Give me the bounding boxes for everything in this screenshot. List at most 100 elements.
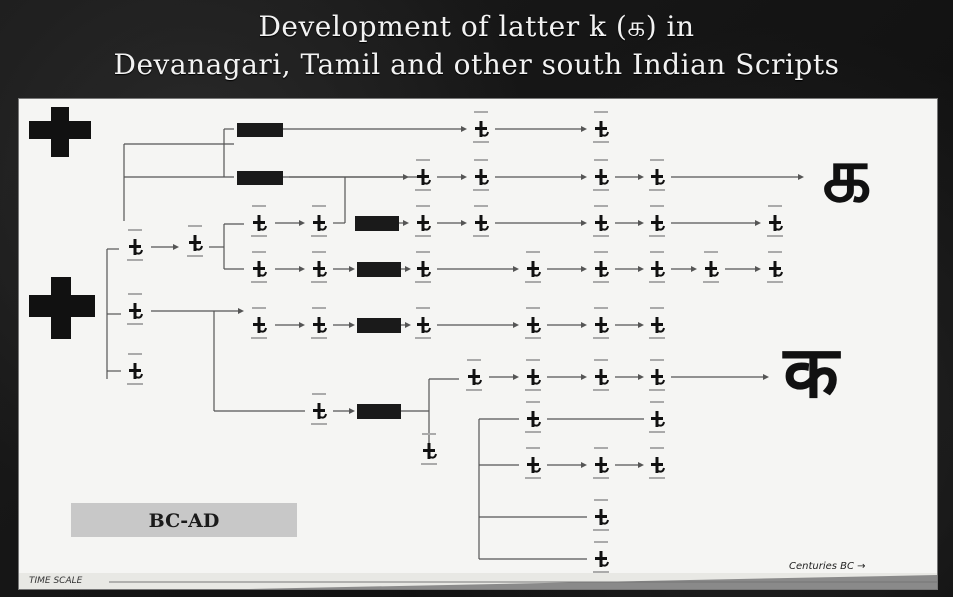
- glyph-stroke: [421, 169, 425, 185]
- glyph-caption: [767, 281, 783, 283]
- glyph-caption: [650, 447, 664, 449]
- glyph-stroke: [317, 317, 321, 333]
- letter-form-glyph-icon: [593, 307, 609, 339]
- letter-form-glyph-icon: [187, 225, 203, 257]
- glyph-stroke: [773, 261, 777, 277]
- letter-form-glyph-icon: [593, 359, 609, 391]
- glyph-stroke: [655, 261, 659, 277]
- stage-box: [357, 262, 401, 277]
- arrow-head-icon: [405, 266, 411, 272]
- glyph-stroke: [531, 369, 535, 385]
- glyph-caption: [473, 235, 489, 237]
- letter-form-glyph-icon: [525, 447, 541, 479]
- glyph-caption: [415, 235, 431, 237]
- letter-form-glyph-icon: [593, 251, 609, 283]
- arrow-head-icon: [581, 374, 587, 380]
- glyph-stroke: [657, 327, 665, 333]
- glyph-caption: [415, 281, 431, 283]
- glyph-caption: [594, 541, 608, 543]
- arrow-head-icon: [638, 322, 644, 328]
- glyph-caption: [593, 141, 609, 143]
- glyph-caption: [594, 359, 608, 361]
- glyph-caption: [649, 189, 665, 191]
- glyph-caption: [593, 189, 609, 191]
- arrow-head-icon: [405, 322, 411, 328]
- glyph-caption: [474, 159, 488, 161]
- glyph-caption: [128, 353, 142, 355]
- glyph-caption: [526, 307, 540, 309]
- glyph-caption: [474, 205, 488, 207]
- glyph-caption: [467, 359, 481, 361]
- glyph-stroke: [479, 215, 483, 231]
- glyph-stroke: [259, 327, 267, 333]
- stage-box: [355, 216, 399, 231]
- glyph-stroke: [421, 261, 425, 277]
- glyph-caption: [525, 281, 541, 283]
- letter-form-glyph-icon: [649, 159, 665, 191]
- glyph-caption: [525, 337, 541, 339]
- glyph-stroke: [657, 179, 665, 185]
- glyph-stroke: [599, 169, 603, 185]
- tamil-ka-final-glyph: க: [823, 130, 872, 219]
- arrow-head-icon: [349, 408, 355, 414]
- letter-form-glyph-icon: [593, 159, 609, 191]
- glyph-caption: [649, 281, 665, 283]
- glyph-stroke: [655, 457, 659, 473]
- glyph-caption: [526, 447, 540, 449]
- glyph-caption: [593, 235, 609, 237]
- glyph-stroke: [133, 363, 137, 379]
- letter-form-glyph-icon: [703, 251, 719, 283]
- glyph-stroke: [135, 373, 143, 379]
- glyph-stroke: [599, 215, 603, 231]
- glyph-stroke: [481, 225, 489, 231]
- letter-form-glyph-icon: [525, 401, 541, 433]
- root-cross-bottom-icon: [29, 277, 95, 339]
- glyph-caption: [311, 337, 327, 339]
- glyph-stroke: [474, 379, 482, 385]
- glyph-caption: [421, 463, 437, 465]
- arrow-head-icon: [581, 322, 587, 328]
- arrow-head-icon: [461, 220, 467, 226]
- glyph-caption: [525, 389, 541, 391]
- glyph-stroke: [655, 317, 659, 333]
- glyph-caption: [415, 337, 431, 339]
- glyph-stroke: [135, 313, 143, 319]
- glyph-stroke: [655, 369, 659, 385]
- glyph-caption: [311, 281, 327, 283]
- glyph-stroke: [427, 443, 431, 459]
- root-cross-top-icon: [29, 107, 91, 157]
- letter-form-glyph-icon: [415, 251, 431, 283]
- glyph-stroke: [259, 271, 267, 277]
- glyph-stroke: [533, 421, 541, 427]
- glyph-caption: [473, 141, 489, 143]
- glyph-stroke: [655, 215, 659, 231]
- glyph-caption: [422, 433, 436, 435]
- glyph-caption: [473, 189, 489, 191]
- glyph-stroke: [601, 271, 609, 277]
- glyph-stroke: [135, 249, 143, 255]
- glyph-caption: [415, 189, 431, 191]
- letter-form-glyph-icon: [593, 447, 609, 479]
- glyph-caption: [649, 477, 665, 479]
- glyph-caption: [416, 205, 430, 207]
- arrow-head-icon: [299, 322, 305, 328]
- glyph-caption: [703, 281, 719, 283]
- arrow-head-icon: [581, 266, 587, 272]
- letter-form-glyph-icon: [311, 205, 327, 237]
- glyph-caption: [650, 307, 664, 309]
- glyph-caption: [525, 431, 541, 433]
- glyph-caption: [128, 293, 142, 295]
- letter-form-glyph-icon: [415, 159, 431, 191]
- letter-form-glyph-icon: [649, 401, 665, 433]
- arrow-head-icon: [638, 374, 644, 380]
- glyph-caption: [312, 251, 326, 253]
- glyph-stroke: [319, 271, 327, 277]
- arrow-head-icon: [638, 266, 644, 272]
- arrow-head-icon: [349, 266, 355, 272]
- glyph-caption: [650, 251, 664, 253]
- glyph-stroke: [599, 457, 603, 473]
- glyph-stroke: [533, 327, 541, 333]
- letter-form-glyph-icon: [127, 353, 143, 385]
- glyph-stroke: [599, 121, 603, 137]
